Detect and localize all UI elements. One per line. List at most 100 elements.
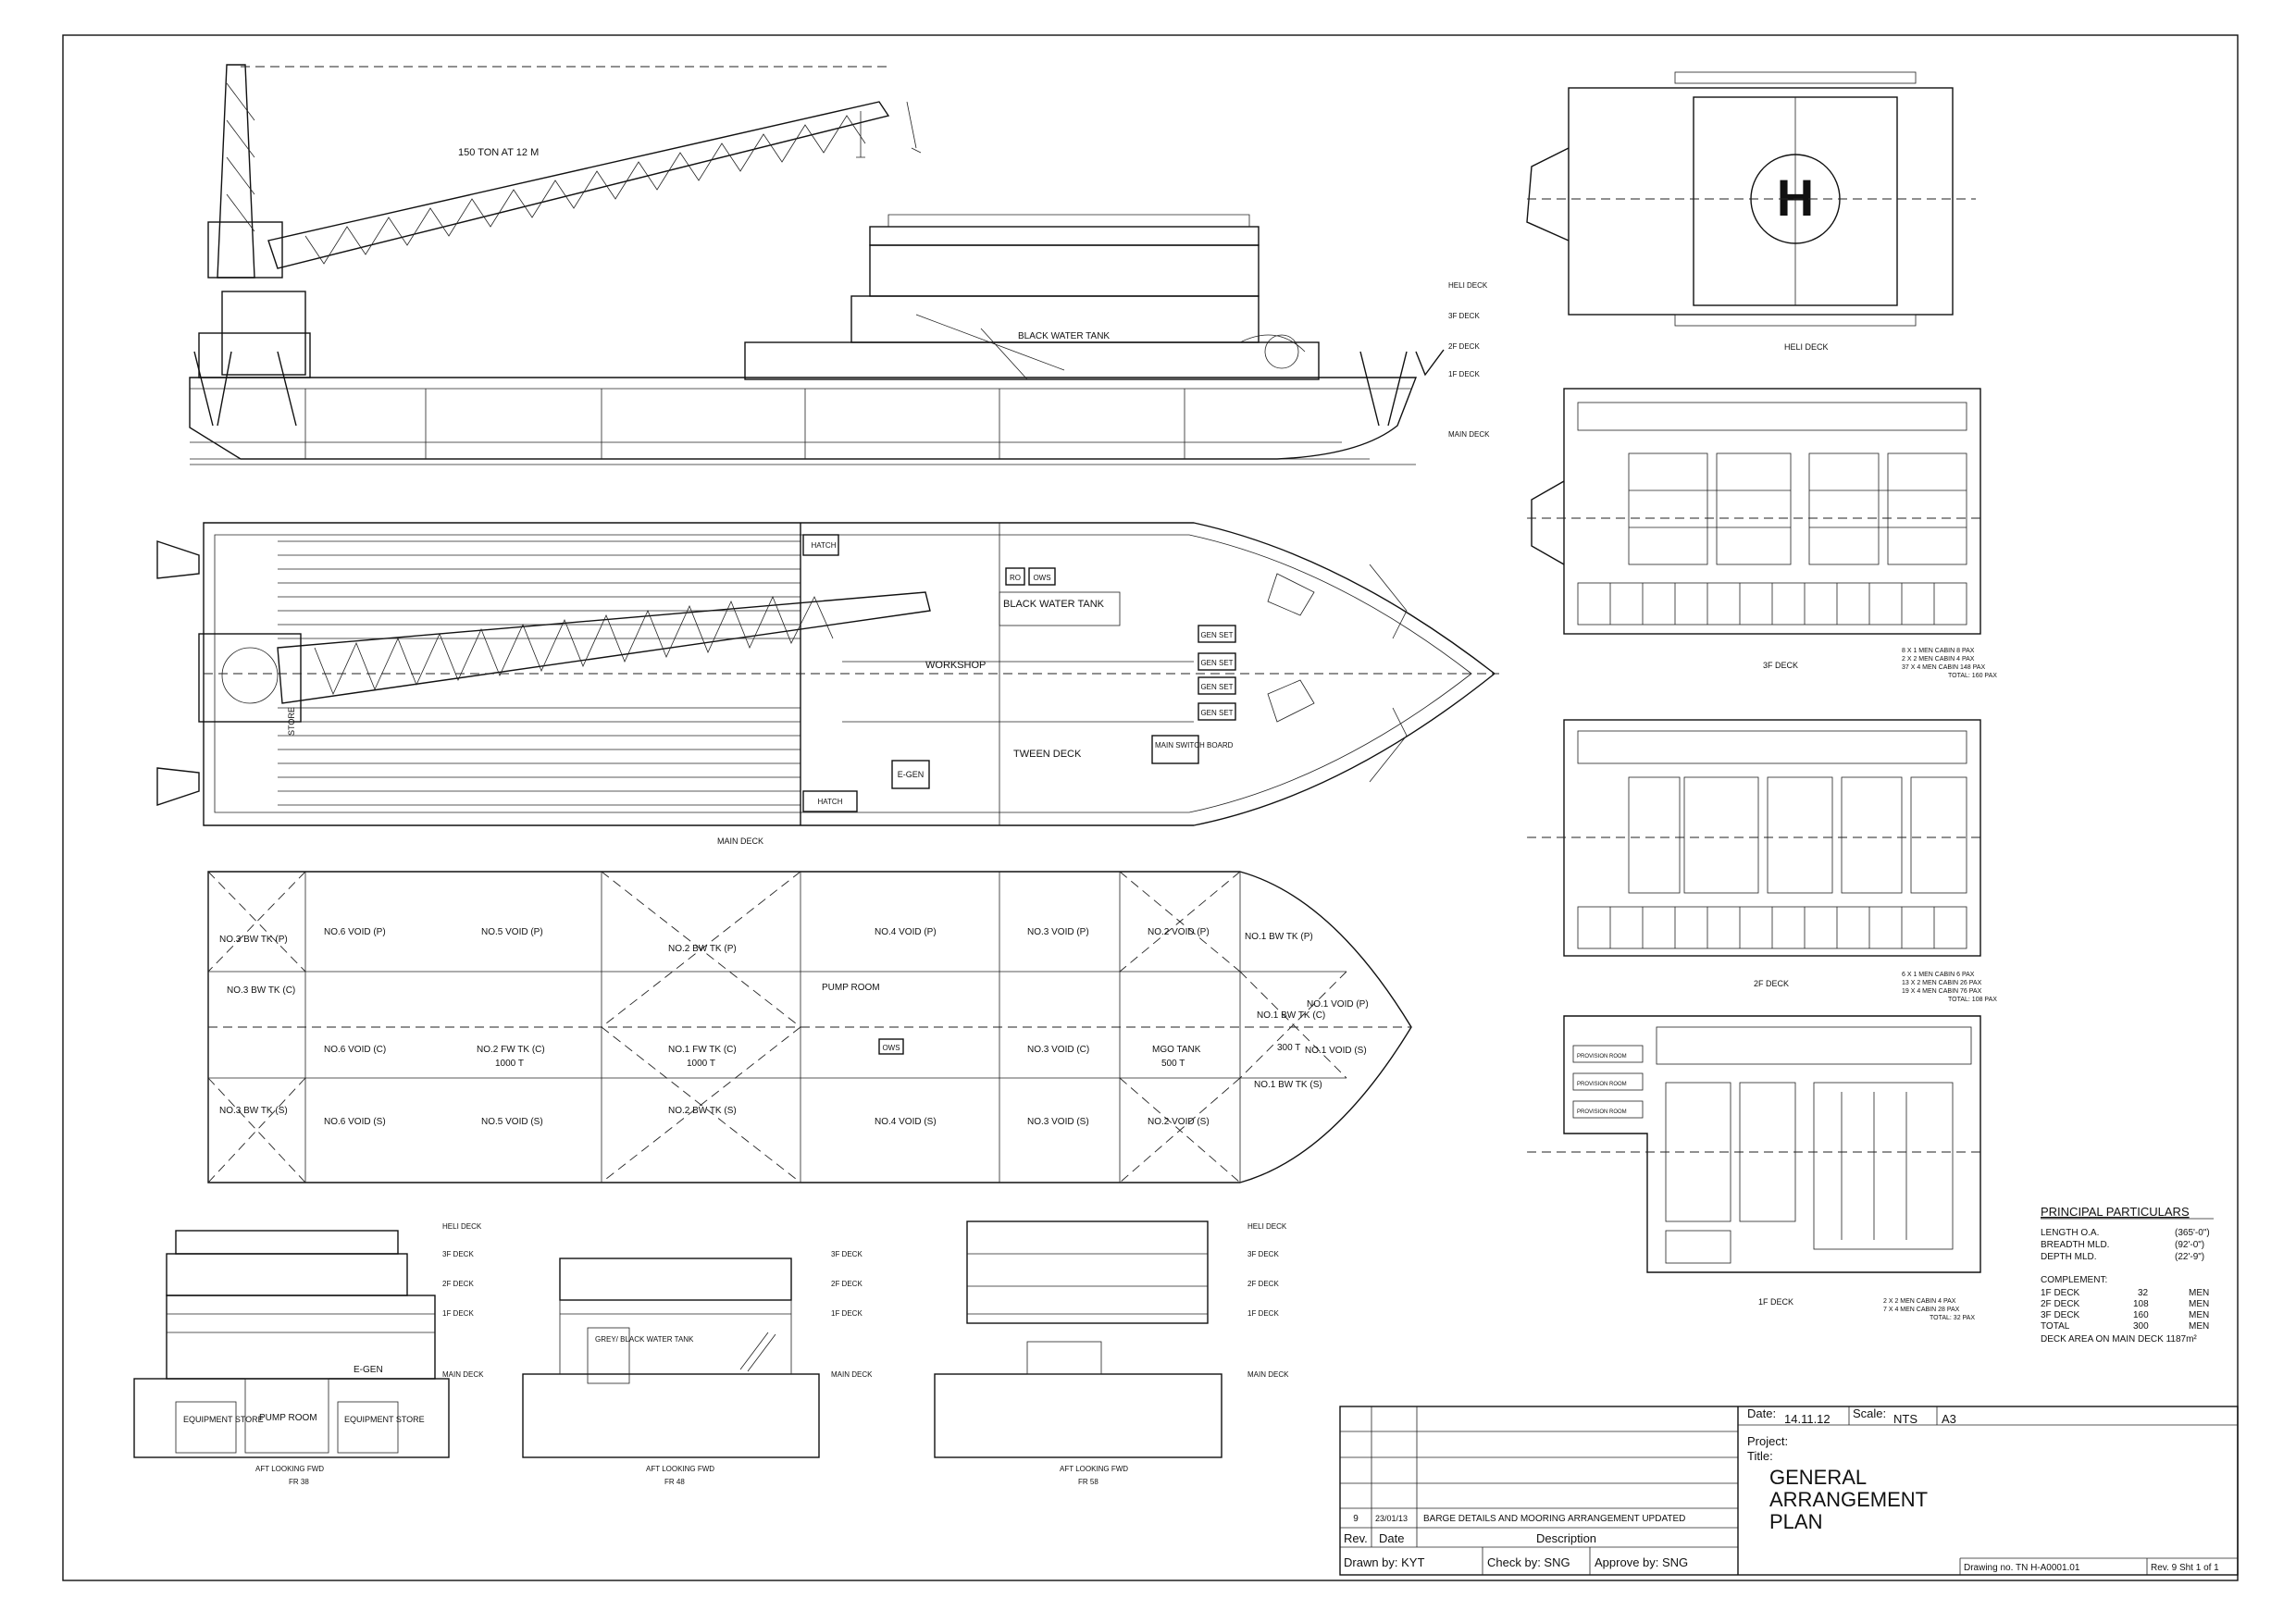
sec58-2f: 2F DECK (1247, 1280, 1279, 1288)
tween-deck-label: TWEEN DECK (1013, 749, 1082, 760)
tank-top-4: NO.4 VOID (P) (875, 927, 937, 937)
complement-2f-label: 2F DECK (2041, 1299, 2080, 1309)
sec48-caption: AFT LOOKING FWD (646, 1465, 714, 1473)
profile-view: 150 TON AT 12 M BLACK WATER TANK HELI DE… (189, 64, 1490, 465)
deck-3f-caption: 3F DECK (1763, 661, 1798, 670)
tank-bot-1: NO.6 VOID (S) (324, 1117, 386, 1127)
sec38-3f: 3F DECK (442, 1250, 474, 1258)
f3-note-1: 2 X 2 MEN CABIN 4 PAX (1902, 656, 1975, 663)
main-deck-black-water-label: BLACK WATER TANK (1003, 599, 1105, 610)
rev-sheet: Rev. 9 Sht 1 of 1 (2151, 1563, 2219, 1573)
rev-description: BARGE DETAILS AND MOORING ARRANGEMENT UP… (1423, 1514, 1685, 1524)
rev-header: Rev. (1344, 1531, 1368, 1545)
sec38-1f: 1F DECK (442, 1309, 474, 1318)
sec48-3f: 3F DECK (831, 1250, 863, 1258)
tank-mid-8: NO.3 VOID (C) (1027, 1045, 1089, 1055)
sec48-frame: FR 48 (664, 1478, 685, 1486)
complement-1f-n: 32 (2138, 1288, 2149, 1298)
main-deck-caption: MAIN DECK (717, 836, 763, 846)
scale-value: NTS (1893, 1412, 1917, 1426)
tank-bot-3: NO.2 BW TK (S) (668, 1106, 737, 1116)
rev-date: 23/01/13 (1375, 1514, 1408, 1523)
helipad-h-icon: H (1777, 168, 1814, 227)
sheet-size: A3 (1942, 1412, 1956, 1426)
title-label: Title: (1747, 1449, 1773, 1463)
tank-top-2: NO.5 VOID (P) (481, 927, 543, 937)
tank-top-0: NO.3 BW TK (P) (219, 935, 288, 945)
tank-mid-4: NO.1 FW TK (C) (668, 1045, 737, 1055)
f1-note-2: TOTAL: 32 PAX (1930, 1315, 1975, 1321)
sec58-main: MAIN DECK (1247, 1370, 1289, 1379)
check-by: Check by: SNG (1487, 1555, 1570, 1569)
main-deck-plan: HATCH HATCH RO OWS BLACK WATER TANK WORK… (156, 522, 1499, 846)
section-fr48: GREY/ BLACK WATER TANK 3F DECK 2F DECK 1… (522, 1250, 873, 1486)
f1-note-1: 7 X 4 MEN CABIN 28 PAX (1883, 1307, 1960, 1313)
provision-room-2: PROVISION ROOM (1577, 1082, 1627, 1087)
principal-particulars: PRINCIPAL PARTICULARS LENGTH O.A. (365'-… (2041, 1205, 2214, 1344)
tank-mid-12: 300 T (1277, 1043, 1300, 1053)
tank-mid-10: 500 T (1161, 1059, 1185, 1069)
sec38-frame: FR 38 (289, 1478, 309, 1486)
provision-room-3: PROVISION ROOM (1577, 1109, 1627, 1115)
profile-level-heli: HELI DECK (1448, 281, 1488, 290)
tank-top-1: NO.6 VOID (P) (324, 927, 386, 937)
complement-total-u: MEN (2189, 1321, 2209, 1332)
tank-bot-0: NO.3 BW TK (S) (219, 1106, 288, 1116)
tank-mid-13: NO.1 VOID (P) (1307, 999, 1369, 1010)
sec38-caption: AFT LOOKING FWD (255, 1465, 324, 1473)
workshop-label: WORKSHOP (925, 660, 986, 671)
hatch-fwd-label: HATCH (812, 541, 837, 550)
section-fr58: HELI DECK 3F DECK 2F DECK 1F DECK MAIN D… (934, 1220, 1289, 1486)
tank-plan: NO.3 BW TK (P) NO.6 VOID (P) NO.5 VOID (… (207, 871, 1412, 1183)
particulars-breadth-value: (92'-0") (2175, 1240, 2204, 1250)
tank-mid-1: NO.6 VOID (C) (324, 1045, 386, 1055)
particulars-depth-label: DEPTH MLD. (2041, 1252, 2097, 1262)
profile-level-2f: 2F DECK (1448, 342, 1480, 351)
title-line-3: PLAN (1769, 1510, 1822, 1533)
complement-2f-n: 108 (2133, 1299, 2149, 1309)
f3-note-3: TOTAL: 160 PAX (1948, 673, 1997, 679)
profile-black-water-label: BLACK WATER TANK (1018, 331, 1110, 341)
title-block: 9 23/01/13 BARGE DETAILS AND MOORING ARR… (1339, 1406, 2239, 1576)
tank-top-3: NO.2 BW TK (P) (668, 944, 737, 954)
sec58-frame: FR 58 (1078, 1478, 1098, 1486)
sec58-heli: HELI DECK (1247, 1222, 1287, 1231)
sec48-2f: 2F DECK (831, 1280, 863, 1288)
tank-top-6: NO.2 VOID (P) (1148, 927, 1210, 937)
particulars-length-label: LENGTH O.A. (2041, 1228, 2099, 1238)
sec38-label-2: EQUIPMENT STORE (344, 1415, 425, 1424)
f3-note-2: 37 X 4 MEN CABIN 148 PAX (1902, 664, 1985, 671)
sec38-main: MAIN DECK (442, 1370, 484, 1379)
deck-3f-plan: 3F DECK 8 X 1 MEN CABIN 8 PAX 2 X 2 MEN … (1527, 388, 1997, 679)
drawing-number: Drawing no. TN H-A0001.01 (1964, 1563, 2080, 1573)
sec38-2f: 2F DECK (442, 1280, 474, 1288)
heli-deck-caption: HELI DECK (1784, 342, 1829, 352)
complement-1f-u: MEN (2189, 1288, 2209, 1298)
sec38-label-0: EQUIPMENT STORE (183, 1415, 264, 1424)
title-line-2: ARRANGEMENT (1769, 1488, 1928, 1511)
tank-mid-2: NO.2 FW TK (C) (477, 1045, 545, 1055)
tank-top-5: NO.3 VOID (P) (1027, 927, 1089, 937)
tank-mid-6: PUMP ROOM (822, 983, 880, 993)
f2-note-3: TOTAL: 108 PAX (1948, 997, 1997, 1003)
tank-mid-5: 1000 T (687, 1059, 715, 1069)
sec58-1f: 1F DECK (1247, 1309, 1279, 1318)
particulars-title: PRINCIPAL PARTICULARS (2041, 1205, 2190, 1219)
tank-mid-11: NO.1 BW TK (C) (1257, 1010, 1325, 1021)
sec38-heli: HELI DECK (442, 1222, 482, 1231)
tank-bot-7: NO.1 BW TK (S) (1254, 1080, 1322, 1090)
gen-set-3-label: GEN SET (1200, 683, 1233, 691)
heli-deck-plan: H HELI DECK (1526, 71, 1976, 352)
sec48-main: MAIN DECK (831, 1370, 873, 1379)
date-header: Date (1379, 1531, 1404, 1545)
tank-mid-9: MGO TANK (1152, 1045, 1201, 1055)
complement-title: COMPLEMENT: (2041, 1275, 2107, 1285)
sec48-1f: 1F DECK (831, 1309, 863, 1318)
deck-area: DECK AREA ON MAIN DECK 1187m² (2041, 1334, 2197, 1344)
scale-label: Scale: (1853, 1406, 1886, 1420)
store-label: STORE (287, 707, 296, 736)
sec58-caption: AFT LOOKING FWD (1060, 1465, 1128, 1473)
hatch-aft-label: HATCH (818, 798, 843, 806)
f2-note-2: 19 X 4 MEN CABIN 76 PAX (1902, 988, 1982, 995)
